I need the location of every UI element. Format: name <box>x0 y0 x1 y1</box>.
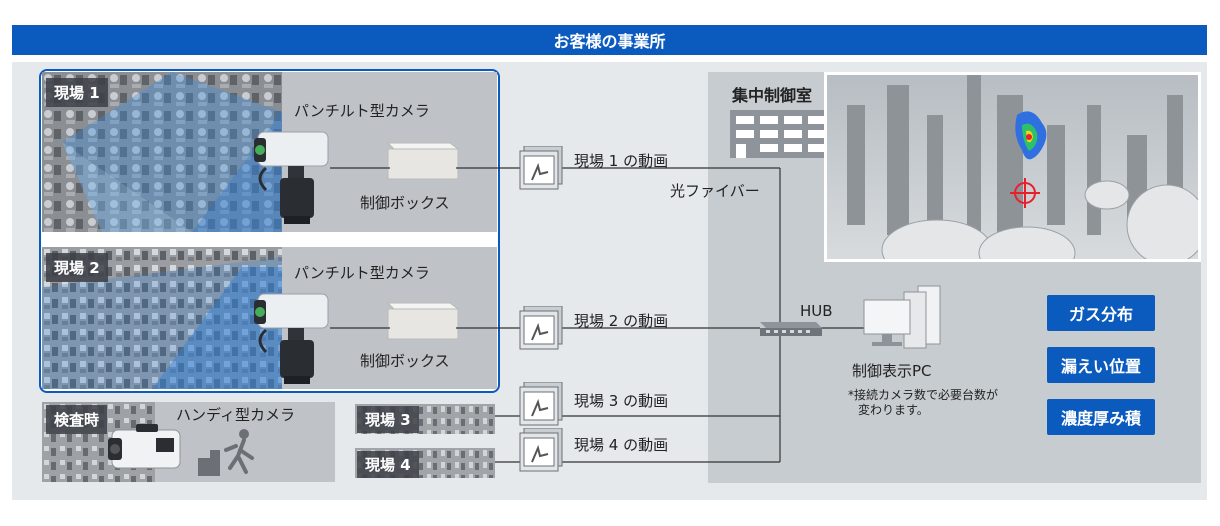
video-label-1: 現場 1 の動画 <box>574 152 669 170</box>
gas-visualization-screen <box>824 72 1201 262</box>
leak-position-button[interactable]: 漏えい位置 <box>1047 347 1155 383</box>
fiber-label: 光ファイバー <box>670 182 760 200</box>
site-2-label: 現場 2 <box>46 253 108 282</box>
concentration-thickness-button[interactable]: 濃度厚み積 <box>1047 399 1155 435</box>
pc-note-line2: 変わります。 <box>858 403 929 417</box>
hub-icon <box>756 318 824 338</box>
pc-label: 制御表示PC <box>852 362 932 380</box>
video-label-2: 現場 2 の動画 <box>574 312 669 330</box>
header-banner: お客様の事業所 <box>12 25 1207 55</box>
video-film-icon <box>518 306 564 352</box>
video-film-icon <box>518 382 564 428</box>
gas-distribution-button[interactable]: ガス分布 <box>1047 295 1155 331</box>
video-label-3: 現場 3 の動画 <box>574 392 669 410</box>
building-icon <box>728 108 834 158</box>
handy-camera-label: ハンディ型カメラ <box>176 406 295 424</box>
site-1-controller-label: 制御ボックス <box>360 194 450 212</box>
pc-note-line1: *接続カメラ数で必要台数が <box>848 388 999 402</box>
control-box-icon <box>380 295 460 341</box>
inspection-label: 検査時 <box>46 405 108 434</box>
video-label-4: 現場 4 の動画 <box>574 436 669 454</box>
inspector-person-icon <box>196 428 264 478</box>
pc-icon <box>860 284 942 354</box>
site-1-label: 現場 1 <box>46 78 108 107</box>
site-1-camera-label: パンチルト型カメラ <box>294 102 430 120</box>
site-3-label: 現場 3 <box>357 406 419 433</box>
control-room-title: 集中制御室 <box>732 86 813 105</box>
hub-label: HUB <box>800 302 833 320</box>
video-film-icon <box>518 428 564 474</box>
handy-camera-icon <box>106 420 184 476</box>
pan-tilt-camera-icon <box>244 290 334 386</box>
site-4-label: 現場 4 <box>357 451 419 478</box>
pan-tilt-camera-icon <box>244 128 334 228</box>
site-2-camera-label: パンチルト型カメラ <box>294 264 430 282</box>
video-film-icon <box>518 146 564 192</box>
site-2-controller-label: 制御ボックス <box>360 352 450 370</box>
control-box-icon <box>380 135 460 181</box>
